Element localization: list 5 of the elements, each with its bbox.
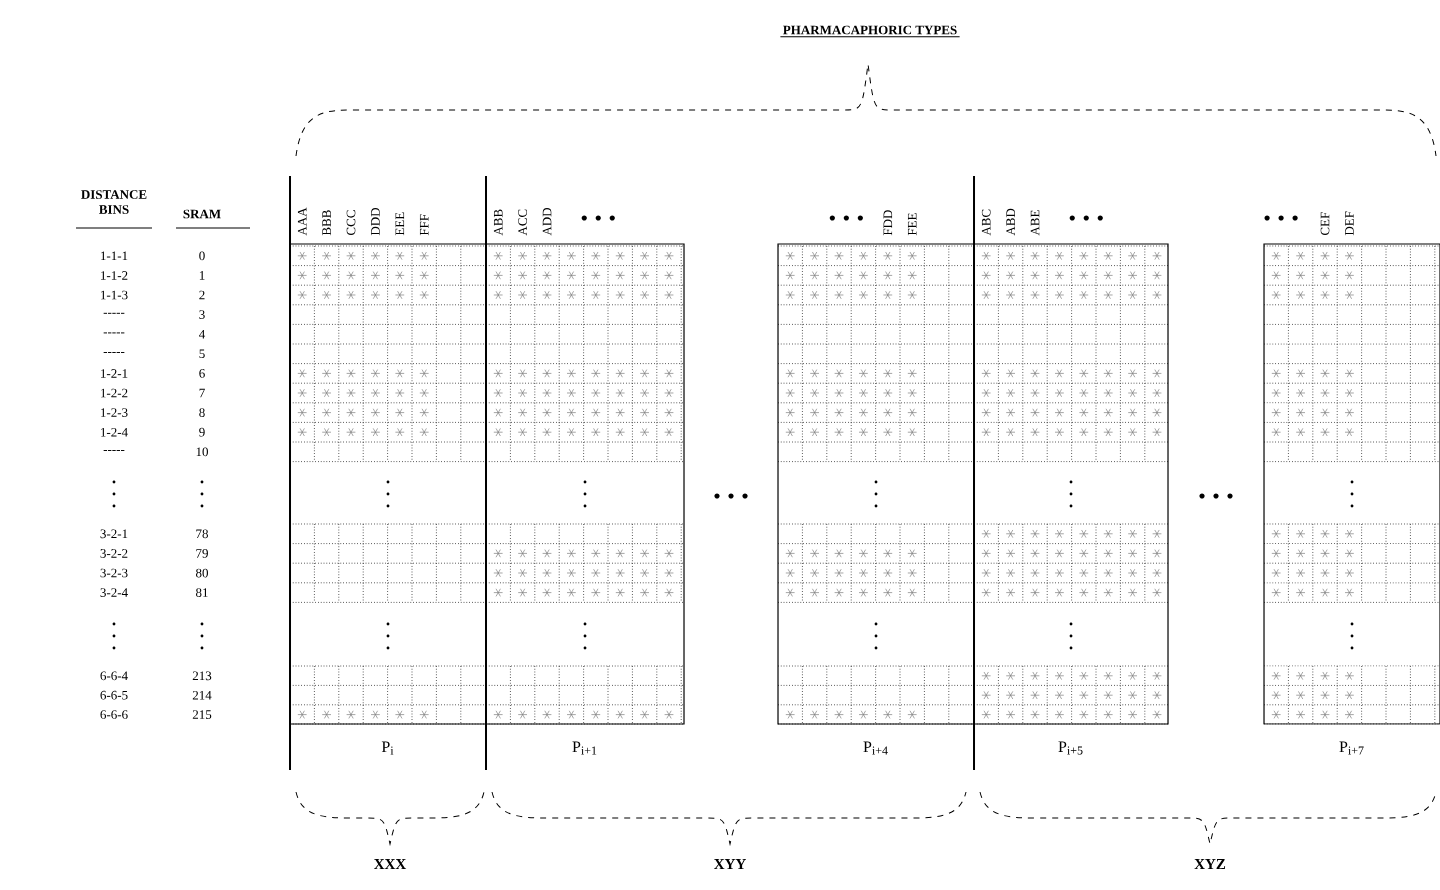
block-label: P$_{i+1}$ (572, 741, 597, 755)
block-label: P$_{i}$ (381, 741, 394, 755)
block-label: P$_{i+7}$ (1339, 741, 1364, 755)
block-label: P$_{i+4}$ (863, 741, 888, 755)
block-label: P$_{i+5}$ (1058, 741, 1083, 755)
